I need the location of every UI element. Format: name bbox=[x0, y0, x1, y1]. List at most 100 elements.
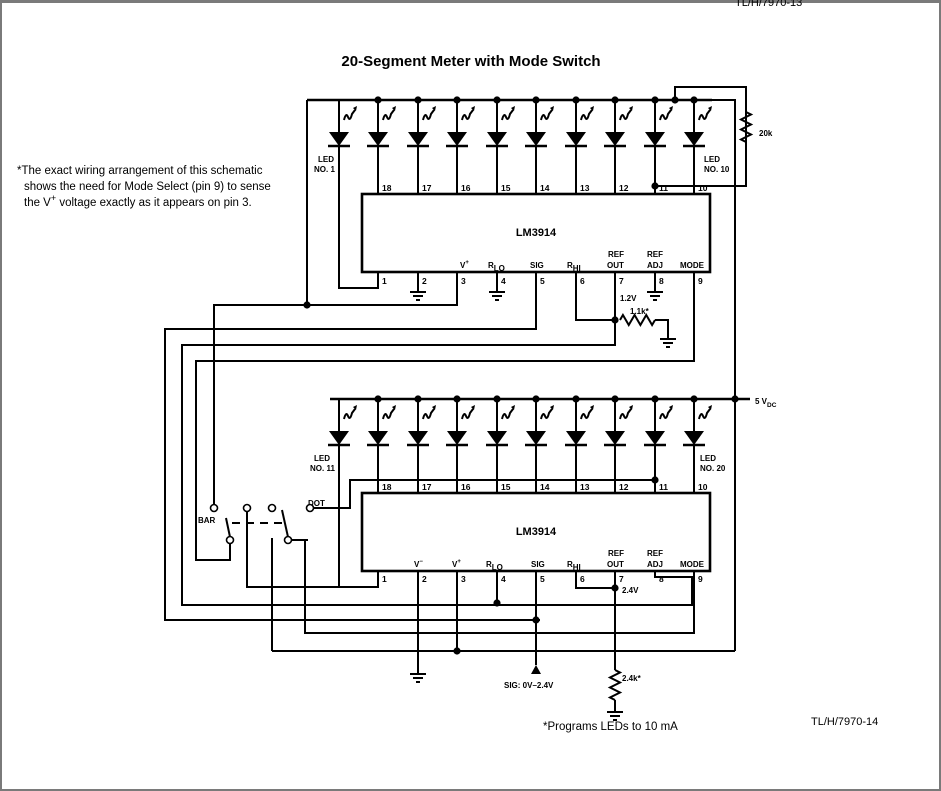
top-chip-name: LM3914 bbox=[516, 227, 557, 239]
pin-number: 10 bbox=[698, 482, 708, 492]
top-chip-label-mode: MODE bbox=[680, 261, 705, 270]
junction-dot bbox=[532, 616, 540, 624]
mode-select-note: *The exact wiring arrangement of this sc… bbox=[17, 165, 271, 209]
pin-number: 5 bbox=[540, 276, 545, 286]
pin-number: 3 bbox=[461, 574, 466, 584]
top-chip-label-rlo: RLO bbox=[488, 261, 505, 273]
bottom-led-last-label-1: LED bbox=[700, 454, 716, 463]
led-triangle bbox=[368, 132, 388, 146]
led-triangle bbox=[526, 431, 546, 445]
top-chip-label-vplus: V+ bbox=[460, 260, 469, 270]
pin-number: 10 bbox=[698, 183, 708, 193]
light-emission-icon bbox=[540, 109, 553, 121]
bottom-led-last-label-2: NO. 20 bbox=[700, 464, 726, 473]
light-arrow-head bbox=[590, 106, 594, 111]
pin-number: 15 bbox=[501, 183, 511, 193]
wire bbox=[575, 571, 615, 589]
led-diode-icon bbox=[446, 399, 475, 493]
wire bbox=[181, 272, 693, 606]
top-led-first-label-2: NO. 1 bbox=[314, 165, 335, 174]
wire bbox=[712, 99, 736, 651]
led-triangle bbox=[408, 132, 428, 146]
pin-number: 7 bbox=[619, 276, 624, 286]
pin-number: 4 bbox=[501, 574, 506, 584]
light-emission-icon bbox=[619, 109, 632, 121]
top-chip-label-refout-1: REF bbox=[608, 250, 624, 259]
pin-number: 17 bbox=[422, 482, 432, 492]
pin-number: 2 bbox=[422, 574, 427, 584]
pin-number: 18 bbox=[382, 482, 392, 492]
junction-dot bbox=[493, 599, 501, 607]
pin-number: 13 bbox=[580, 183, 590, 193]
switch-contact bbox=[242, 503, 252, 513]
figure-ref: TL/H/7970-14 bbox=[811, 716, 878, 728]
light-emission-icon bbox=[501, 408, 514, 420]
ground-icon bbox=[647, 286, 663, 301]
led-diode-icon bbox=[644, 100, 673, 194]
light-arrow-head bbox=[629, 405, 633, 410]
bottom-chip-label-refadj-2: ADJ bbox=[647, 560, 663, 569]
pin-number: 18 bbox=[382, 183, 392, 193]
light-emission-icon bbox=[619, 408, 632, 420]
ground-icon bbox=[607, 706, 623, 721]
diagram-title: 20-Segment Meter with Mode Switch bbox=[341, 53, 600, 70]
light-arrow-head bbox=[590, 405, 594, 410]
bottom-ref-voltage: 2.4V bbox=[622, 586, 639, 595]
bottom-led-first-label-2: NO. 11 bbox=[310, 464, 335, 473]
switch-contact bbox=[225, 535, 235, 545]
led-triangle bbox=[447, 132, 467, 146]
light-arrow-head bbox=[353, 405, 357, 410]
light-emission-icon bbox=[659, 408, 672, 420]
ground-icon bbox=[410, 286, 426, 301]
junction-dot bbox=[303, 301, 311, 309]
wire bbox=[655, 319, 669, 333]
wire bbox=[575, 272, 615, 321]
pin-number: 11 bbox=[659, 183, 668, 193]
pin-number: 6 bbox=[580, 276, 585, 286]
pullup-resistor-value: 20k bbox=[759, 129, 773, 138]
resistor-icon bbox=[738, 111, 754, 143]
pin-number: 6 bbox=[580, 574, 585, 584]
pin-number: 1 bbox=[382, 574, 387, 584]
pin-number: 7 bbox=[619, 574, 624, 584]
bottom-chip-label-mode: MODE bbox=[680, 560, 705, 569]
light-emission-icon bbox=[659, 109, 672, 121]
wire bbox=[164, 272, 540, 621]
bottom-chip-label-vminus: V− bbox=[414, 559, 423, 569]
light-emission-icon bbox=[540, 408, 553, 420]
bottom-chip-name: LM3914 bbox=[516, 526, 557, 538]
led-diode-icon bbox=[407, 399, 436, 493]
wire bbox=[310, 479, 655, 509]
light-arrow-head bbox=[629, 106, 633, 111]
ground-icon bbox=[410, 668, 426, 683]
top-figure-ref: TL/H/7970-13 bbox=[735, 0, 802, 9]
led-diode-icon bbox=[604, 100, 633, 194]
wire bbox=[306, 100, 458, 306]
led-triangle bbox=[645, 132, 665, 146]
light-arrow-head bbox=[471, 405, 475, 410]
led-diode-icon bbox=[328, 100, 357, 288]
led-diode-icon bbox=[407, 100, 436, 194]
led-triangle bbox=[605, 431, 625, 445]
led-diode-icon bbox=[565, 399, 594, 493]
led-current-note: *Programs LEDs to 10 mA bbox=[543, 721, 678, 733]
top-lm3914-section: LM3914 V+ RLO SIG RHI REF OUT REF ADJ MO… bbox=[314, 129, 773, 316]
led-diode-icon bbox=[486, 100, 515, 194]
switch-contact bbox=[305, 503, 315, 513]
pin-number: 16 bbox=[461, 482, 471, 492]
light-emission-icon bbox=[382, 408, 395, 420]
bottom-led-first-label-1: LED bbox=[314, 454, 330, 463]
wire bbox=[195, 272, 695, 561]
resistor-zigzag bbox=[738, 111, 754, 143]
wire bbox=[246, 508, 339, 588]
pin-number: 12 bbox=[619, 482, 629, 492]
bottom-chip-label-refout-2: OUT bbox=[607, 560, 624, 569]
ground-icon bbox=[660, 333, 676, 348]
led-diode-icon bbox=[683, 100, 712, 194]
pin-number: 8 bbox=[659, 276, 664, 286]
light-emission-icon bbox=[580, 408, 593, 420]
switch-contact bbox=[267, 503, 277, 513]
pin-number: 9 bbox=[698, 574, 703, 584]
light-emission-icon bbox=[461, 109, 474, 121]
